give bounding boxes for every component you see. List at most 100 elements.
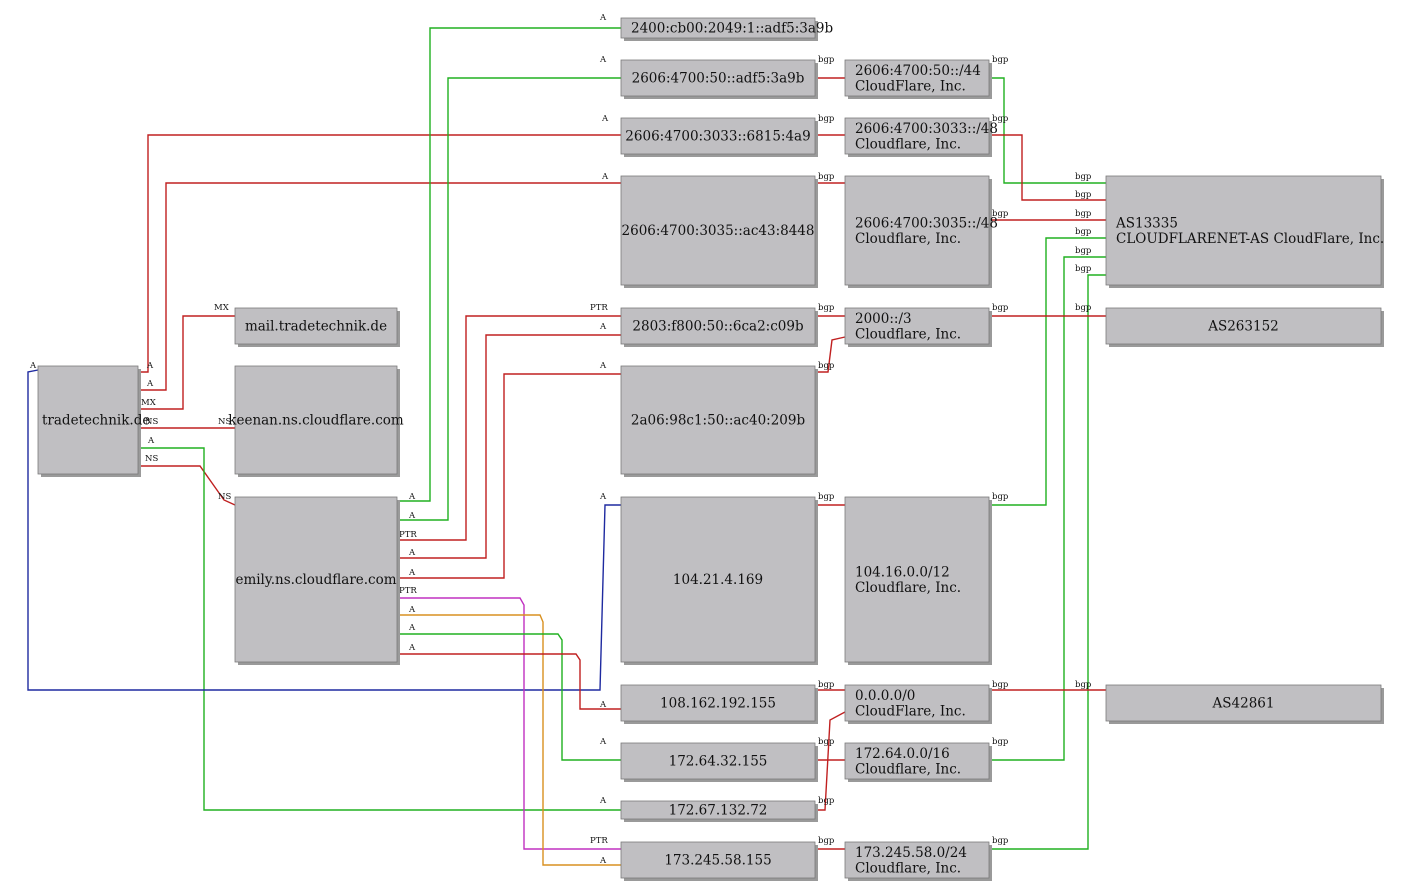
edge-label-a: A [599, 796, 607, 806]
edge-label-a: A [599, 492, 607, 502]
edge-label-bgp: bgp [992, 114, 1009, 124]
node-label: 2606:4700:50::adf5:3a9b [632, 71, 805, 87]
edge-label-a: A [408, 643, 416, 653]
node-as263152[interactable]: AS263152 [1105, 307, 1384, 347]
edge-label-bgp: bgp [818, 361, 835, 371]
node-as42861[interactable]: AS42861 [1105, 684, 1384, 724]
node-emily[interactable]: emily.ns.cloudflare.com [234, 496, 400, 665]
edge-label-ptr: PTR [590, 303, 608, 313]
edge-label-a: A [29, 361, 37, 371]
edge-emily-to-ip_172_64 [397, 633, 621, 761]
edge-label-a: A [146, 379, 154, 389]
node-label: 173.245.58.155 [664, 853, 771, 869]
edge-label-bgp: bgp [818, 796, 835, 806]
edge-label-ns: NS [145, 454, 158, 464]
edge-ip_172_67-to-pfx_0000 [815, 711, 846, 811]
edge-label-bgp: bgp [1075, 190, 1092, 200]
edge-label-bgp: bgp [992, 737, 1009, 747]
edge-label-bgp: bgp [818, 492, 835, 502]
edge-ip6_2a06-to-pfx_2000 [815, 336, 846, 373]
edge-emily-to-ip6_2400 [397, 27, 621, 502]
edge-tradetechnik-to-ip6_6815 [138, 134, 621, 373]
edge-label-bgp: bgp [818, 55, 835, 65]
node-ip6-6815[interactable]: 2606:4700:3033::6815:4a9 [620, 117, 818, 157]
edge-tradetechnik-to-ip_104 [27, 369, 621, 691]
node-ip-173[interactable]: 173.245.58.155 [620, 841, 818, 881]
edge-label-a: A [408, 511, 416, 521]
edge-tradetechnik-to-emily [138, 465, 236, 506]
edge-label-bgp: bgp [818, 836, 835, 846]
edge-pfx_50_44-to-as13335 [989, 77, 1106, 184]
edge-emily-to-ip6_2803 [397, 315, 621, 541]
edge-label-ptr: PTR [399, 586, 417, 596]
node-label: 2606:4700:3035::/48 [855, 215, 998, 231]
edge-label-a: A [408, 568, 416, 578]
node-ip6-ac43[interactable]: 2606:4700:3035::ac43:8448 [620, 175, 818, 288]
node-label: 2606:4700:50::/44 [855, 63, 981, 79]
node-keenan[interactable]: keenan.ns.cloudflare.com [228, 365, 404, 477]
edge-tradetechnik-to-mail [138, 315, 235, 410]
node-label: Cloudflare, Inc. [855, 231, 961, 247]
node-label: Cloudflare, Inc. [855, 761, 961, 777]
node-mail[interactable]: mail.tradetechnik.de [234, 307, 400, 347]
edge-label-a: A [601, 114, 609, 124]
edge-emily-to-ip_108 [397, 653, 621, 710]
node-ip-108[interactable]: 108.162.192.155 [620, 684, 818, 724]
edge-label-a: A [601, 172, 609, 182]
edge-label-a: A [408, 605, 416, 615]
edge-pfx_104-to-as13335 [989, 237, 1106, 506]
edge-label-bgp: bgp [818, 737, 835, 747]
edge-label-bgp: bgp [992, 209, 1009, 219]
edge-label-ptr: PTR [399, 530, 417, 540]
node-label: keenan.ns.cloudflare.com [228, 413, 404, 429]
edge-label-bgp: bgp [1075, 227, 1092, 237]
node-tradetechnik[interactable]: tradetechnik.de [37, 365, 150, 477]
node-ip-172-67[interactable]: 172.67.132.72 [620, 800, 818, 822]
edge-label-bgp: bgp [818, 114, 835, 124]
node-label: 2400:cb00:2049:1::adf5:3a9b [631, 21, 833, 37]
edge-emily-to-ip_173 [397, 597, 621, 850]
node-label: Cloudflare, Inc. [855, 860, 961, 876]
edge-emily-to-ip6_2a06 [397, 373, 621, 579]
node-ip6-2803[interactable]: 2803:f800:50::6ca2:c09b [620, 307, 818, 347]
node-ip-104[interactable]: 104.21.4.169 [620, 496, 818, 665]
edge-label-a: A [599, 55, 607, 65]
node-label: CloudFlare, Inc. [855, 703, 966, 719]
node-label: 2606:4700:3033::/48 [855, 121, 998, 137]
edge-label-bgp: bgp [1075, 303, 1092, 313]
edge-label-bgp: bgp [1075, 246, 1092, 256]
node-ip-172-64[interactable]: 172.64.32.155 [620, 742, 818, 782]
node-label: CloudFlare, Inc. [855, 78, 966, 94]
node-ip6-adf5[interactable]: 2606:4700:50::adf5:3a9b [620, 59, 818, 99]
node-label: AS263152 [1207, 319, 1279, 335]
edge-pfx_172_64-to-as13335 [989, 256, 1106, 761]
node-label: AS42861 [1212, 696, 1275, 712]
node-ip6-2400[interactable]: 2400:cb00:2049:1::adf5:3a9b [620, 17, 833, 41]
node-label: 2606:4700:3033::6815:4a9 [625, 129, 810, 145]
node-label: tradetechnik.de [42, 413, 150, 429]
edge-label-bgp: bgp [992, 680, 1009, 690]
node-label: 2803:f800:50::6ca2:c09b [632, 319, 803, 335]
edge-label-a: A [599, 322, 607, 332]
edge-label-bgp: bgp [992, 492, 1009, 502]
node-label: 104.21.4.169 [673, 572, 763, 588]
node-ip6-2a06[interactable]: 2a06:98c1:50::ac40:209b [620, 365, 818, 477]
edge-pfx_3033-to-as13335 [989, 134, 1106, 201]
edge-label-a: A [599, 361, 607, 371]
node-label: 104.16.0.0/12 [855, 564, 950, 580]
edge-label-a: A [146, 361, 154, 371]
node-label: 108.162.192.155 [660, 696, 776, 712]
edge-label-a: A [408, 548, 416, 558]
node-label: CLOUDFLARENET-AS CloudFlare, Inc. [1116, 231, 1384, 247]
